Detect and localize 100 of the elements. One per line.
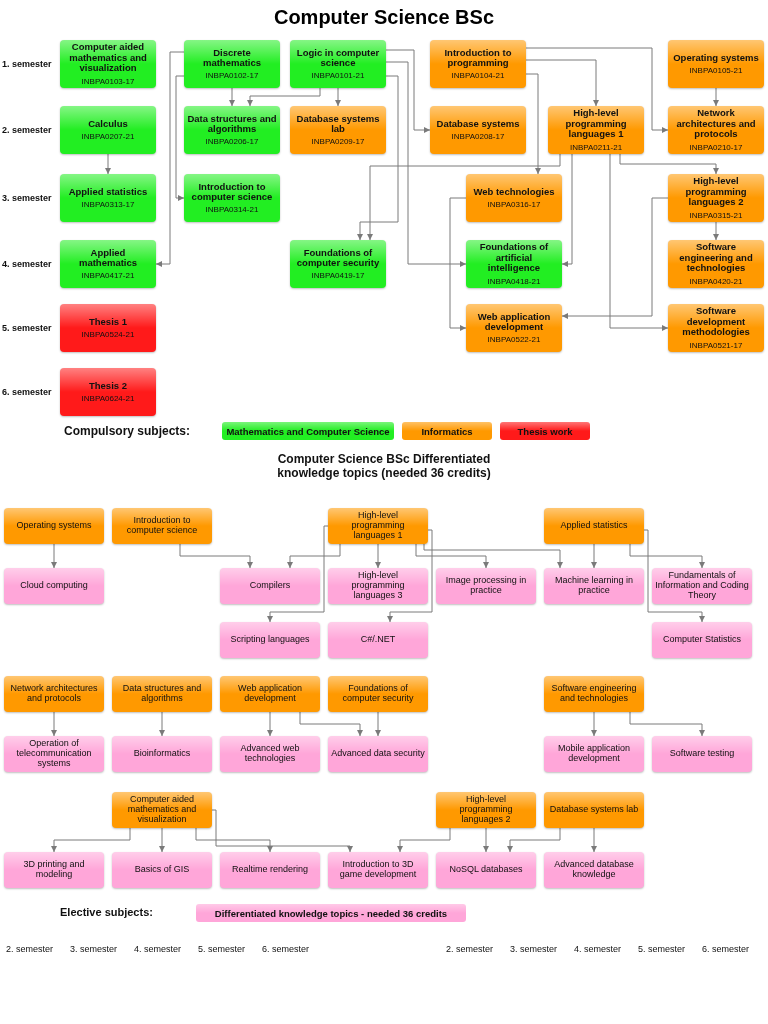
course-box: [220, 676, 320, 712]
course-name: Foundations of computer security: [295, 247, 381, 269]
course-name: High-level programming languages 1: [564, 108, 628, 140]
course-code: INBPA0417-21: [81, 271, 135, 281]
arrow: [619, 153, 719, 175]
course-name: Introduction to computer science: [125, 516, 199, 536]
arrow: [267, 525, 329, 623]
course-name: Operating systems: [16, 521, 92, 531]
arrow: [415, 543, 489, 569]
arrow: [643, 529, 705, 623]
arrow: [287, 543, 341, 569]
course-name: Operating systems: [673, 52, 759, 64]
course-box: [668, 240, 764, 288]
arrow: [561, 197, 669, 319]
course-code: INBPA0211-21: [569, 142, 623, 152]
course-name: Applied statistics: [68, 186, 148, 198]
course-name: Image processing in practice: [444, 576, 528, 596]
arrow: [629, 711, 705, 737]
label-text: 4. semester: [2, 259, 53, 269]
course-box: [652, 736, 752, 772]
arrow: [629, 543, 705, 569]
arrow: [335, 87, 341, 107]
arrow: [357, 75, 399, 241]
course-name: High-level programming languages 2: [684, 176, 748, 208]
course-box: [436, 568, 536, 604]
label-text: 6. semester: [2, 387, 53, 397]
arrow: [195, 827, 273, 853]
arrow: [591, 543, 597, 569]
label-text: 4. semester: [574, 944, 623, 954]
course-box: [184, 106, 280, 154]
course-box: [60, 304, 156, 352]
course-code: INBPA0315-21: [689, 210, 743, 220]
arrow: [609, 153, 669, 331]
arrow: [375, 543, 381, 569]
legend-chip: Informatics: [402, 422, 492, 440]
course-name: Bioinformatics: [133, 749, 191, 759]
legend-chip: Differentiated knowledge topics - needed 36 credits: [196, 904, 466, 922]
course-box: [112, 676, 212, 712]
course-name: Computer aided mathematics and visualization: [126, 795, 198, 825]
course-code: INBPA0316-17: [487, 200, 541, 210]
course-box: [220, 736, 320, 772]
course-name: Foundations of computer security: [341, 684, 415, 704]
course-name: Foundations of artificial intelligence: [478, 242, 550, 274]
course-name: Database systems lab: [549, 805, 639, 815]
label-text: 1. semester: [2, 59, 53, 69]
course-name: Web application development: [476, 311, 552, 333]
arrow: [51, 543, 57, 569]
arrow: [211, 809, 353, 853]
label-text: 2. semester: [2, 125, 53, 135]
course-box: [544, 568, 644, 604]
course-code: INBPA0522-21: [487, 335, 541, 345]
course-name: Software development methodologies: [681, 306, 751, 338]
course-name: High-level programming languages 1: [350, 511, 406, 541]
course-code: INBPA0624-21: [81, 394, 135, 404]
course-name: Network architectures and protocols: [675, 108, 757, 140]
course-box: [112, 852, 212, 888]
diagram-subtitle: Computer Science BSc Differentiated knowledge topics (needed 36 credits): [276, 452, 492, 480]
arrow: [175, 75, 185, 201]
label-text: 5. semester: [2, 323, 53, 333]
arrow: [367, 153, 561, 241]
course-name: Computer Statistics: [663, 635, 741, 645]
course-name: Advanced web technologies: [239, 744, 301, 764]
course-box: [184, 174, 280, 222]
course-box: [4, 508, 104, 544]
course-code: INBPA0420-21: [689, 276, 743, 286]
arrow: [299, 711, 363, 737]
course-name: 3D printing and modeling: [22, 860, 86, 880]
arrow: [525, 73, 541, 175]
arrow: [713, 221, 719, 241]
course-name: Applied statistics: [560, 521, 628, 531]
course-name: Web application development: [237, 684, 303, 704]
arrow: [229, 87, 235, 107]
course-name: Computer aided mathematics and visualization: [68, 42, 148, 74]
course-name: Network architectures and protocols: [9, 684, 99, 704]
course-name: Machine learning in practice: [553, 576, 634, 596]
label-text: 4. semester: [134, 944, 183, 954]
course-name: Compilers: [249, 581, 291, 591]
course-name: Scripting languages: [230, 635, 310, 645]
course-box: [466, 240, 562, 288]
arrow: [179, 543, 253, 569]
course-box: [60, 40, 156, 88]
diagram-title: Computer Science BSc: [272, 6, 496, 29]
course-code: INBPA0206-17: [205, 137, 259, 147]
course-box: [60, 174, 156, 222]
course-box: [328, 852, 428, 888]
course-box: [436, 792, 536, 828]
arrow: [591, 827, 597, 853]
course-code: INBPA0314-21: [205, 205, 259, 215]
course-name: C#/.NET: [360, 635, 396, 645]
course-box: [4, 568, 104, 604]
course-box: [112, 792, 212, 828]
label-text: 3. semester: [510, 944, 559, 954]
label-text: Compulsory subjects:: [64, 424, 192, 438]
course-box: [544, 676, 644, 712]
course-code: INBPA0210-17: [689, 142, 743, 152]
course-box: [668, 304, 764, 352]
course-box: [328, 736, 428, 772]
course-name: Advanced database knowledge: [553, 860, 635, 880]
course-box: [290, 106, 386, 154]
arrow: [385, 61, 467, 267]
